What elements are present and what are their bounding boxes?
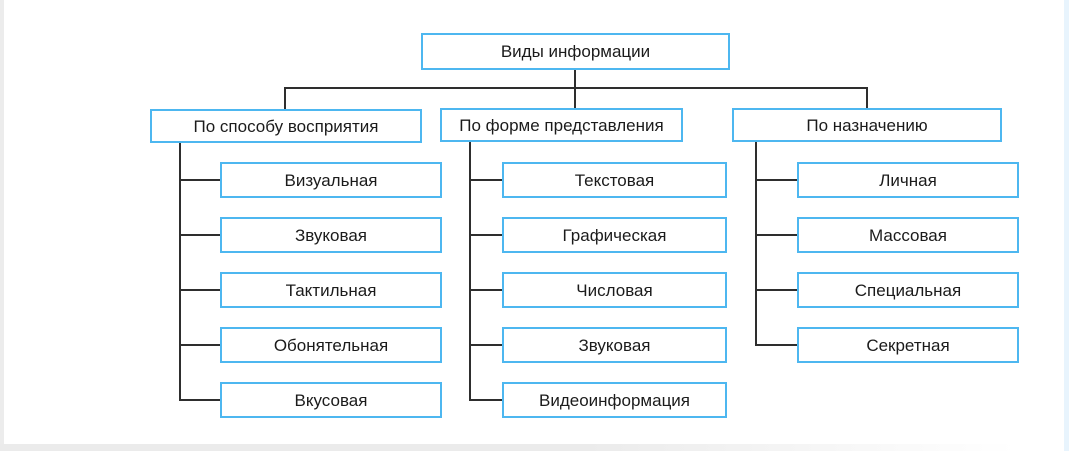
branch-header-perception: По способу восприятия (150, 109, 422, 143)
root-box: Виды информации (421, 33, 730, 70)
node-personal: Личная (797, 162, 1019, 198)
connector-col2-branch-2 (469, 234, 502, 236)
connector-col2-branch-1 (469, 179, 502, 181)
node-visual: Визуальная (220, 162, 442, 198)
node-secret: Секретная (797, 327, 1019, 363)
connector-stub-left (284, 87, 286, 110)
node-tactile: Тактильная (220, 272, 442, 308)
node-special: Специальная (797, 272, 1019, 308)
connector-root-stem (574, 70, 576, 109)
page-bottom-band (0, 444, 1069, 451)
connector-col3-branch-2 (755, 234, 797, 236)
branch-header-purpose: По назначению (732, 108, 1002, 142)
node-graphic: Графическая (502, 217, 727, 253)
node-mass: Массовая (797, 217, 1019, 253)
connector-col3-branch-3 (755, 289, 797, 291)
connector-col1-branch-2 (179, 234, 220, 236)
connector-col1-branch-5 (179, 399, 220, 401)
connector-col3-branch-1 (755, 179, 797, 181)
connector-col2-spine (469, 142, 471, 401)
page-left-edge (0, 0, 4, 445)
node-sound-perception: Звуковая (220, 217, 442, 253)
connector-col1-branch-3 (179, 289, 220, 291)
page-right-edge (1064, 0, 1069, 451)
node-gustatory: Вкусовая (220, 382, 442, 418)
connector-col1-branch-1 (179, 179, 220, 181)
connector-col1-spine (179, 143, 181, 401)
node-sound-form: Звуковая (502, 327, 727, 363)
connector-stub-right (866, 87, 868, 109)
connector-col1-branch-4 (179, 344, 220, 346)
connector-col3-spine (755, 142, 757, 346)
connector-col3-branch-4 (755, 344, 797, 346)
node-numeric: Числовая (502, 272, 727, 308)
node-olfactory: Обонятельная (220, 327, 442, 363)
node-video: Видеоинформация (502, 382, 727, 418)
connector-col2-branch-5 (469, 399, 502, 401)
branch-header-representation: По форме представления (440, 108, 683, 142)
connector-col2-branch-4 (469, 344, 502, 346)
node-text: Текстовая (502, 162, 727, 198)
connector-col2-branch-3 (469, 289, 502, 291)
connector-main-horizontal (284, 87, 868, 89)
